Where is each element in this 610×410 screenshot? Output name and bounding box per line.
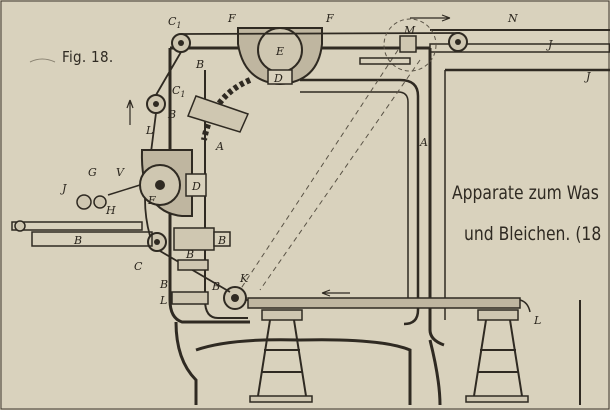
label-B-near-K: B [211,280,220,293]
roller-L-axle [153,101,159,107]
label-F-mid: F [147,194,156,207]
block-B1 [173,227,215,251]
label-F-left: F [227,12,236,25]
label-C-lower: C [134,260,143,273]
label-V: V [116,166,125,179]
roller-right-axle [455,39,461,45]
knob-left [14,220,26,232]
block-B1-cap [213,231,231,247]
trestle-left [249,309,313,403]
block-D-top [267,69,293,85]
figure-label: Fig. 18. [62,48,114,66]
column-right [428,48,445,347]
label-M: M [403,24,416,37]
label-K: K [239,272,249,285]
label-G: G [88,166,97,179]
caption-line-1: Apparate zum Was [452,182,599,204]
block-foot [171,291,209,305]
label-J-left: J [60,182,67,195]
block-B2 [177,259,209,271]
arrow-left [321,289,350,297]
label-B-lower-block2: B [185,248,194,261]
trestle-right [465,309,529,403]
dashed-circle-M [383,18,437,72]
gear-H [93,195,107,209]
inner-frame-2 [300,91,409,302]
caption-line-2: und Bleichen. (18 [464,223,602,245]
label-C1-mid: C1 [172,84,186,99]
label-J-right1: J [546,38,553,51]
label-B-foot: B [159,278,168,291]
drum-F-axle [155,180,165,190]
label-E: E [275,45,284,58]
leg-left [174,321,198,405]
label-C1-top: C1 [168,15,182,30]
label-L-foot: L [159,294,167,307]
label-A-right: A [419,136,428,149]
frame-outer-left [168,48,250,324]
roller-K-axle [231,294,239,302]
label-B-lower-block: B [217,234,226,247]
arrow-right [410,14,451,22]
label-H: H [105,204,116,217]
label-L-right: L [533,314,541,327]
table-plate [247,297,521,309]
block-D-mid [185,173,207,197]
label-A-inner: A [215,140,224,153]
bar-B-left [31,231,153,247]
arrow-up [126,99,134,125]
base-arch [195,338,412,405]
bar-left [11,221,143,231]
screw-M [359,57,411,65]
guide-curve [201,77,252,141]
block-C1-mid [187,95,250,133]
leg-right [428,339,442,406]
label-N: N [507,12,518,25]
table-lip [519,299,531,313]
inner-frame [300,78,420,326]
roller-C-axle [154,239,160,245]
gear-J [76,194,92,210]
label-D-mid: D [191,180,201,193]
fig-flourish [29,58,56,63]
link-V [107,184,141,196]
block-M [399,35,417,53]
roller-C1-top-axle [178,40,184,46]
label-D-top: D [273,72,283,85]
rail-top [429,43,610,53]
label-B-mid: B [167,108,176,121]
label-B-upper: B [195,58,204,71]
label-L-left: L [145,124,153,137]
label-F-right: F [325,12,334,25]
label-J-right2: J [584,70,591,83]
label-B-left-bar: B [73,234,82,247]
dashed-lines [239,49,421,291]
